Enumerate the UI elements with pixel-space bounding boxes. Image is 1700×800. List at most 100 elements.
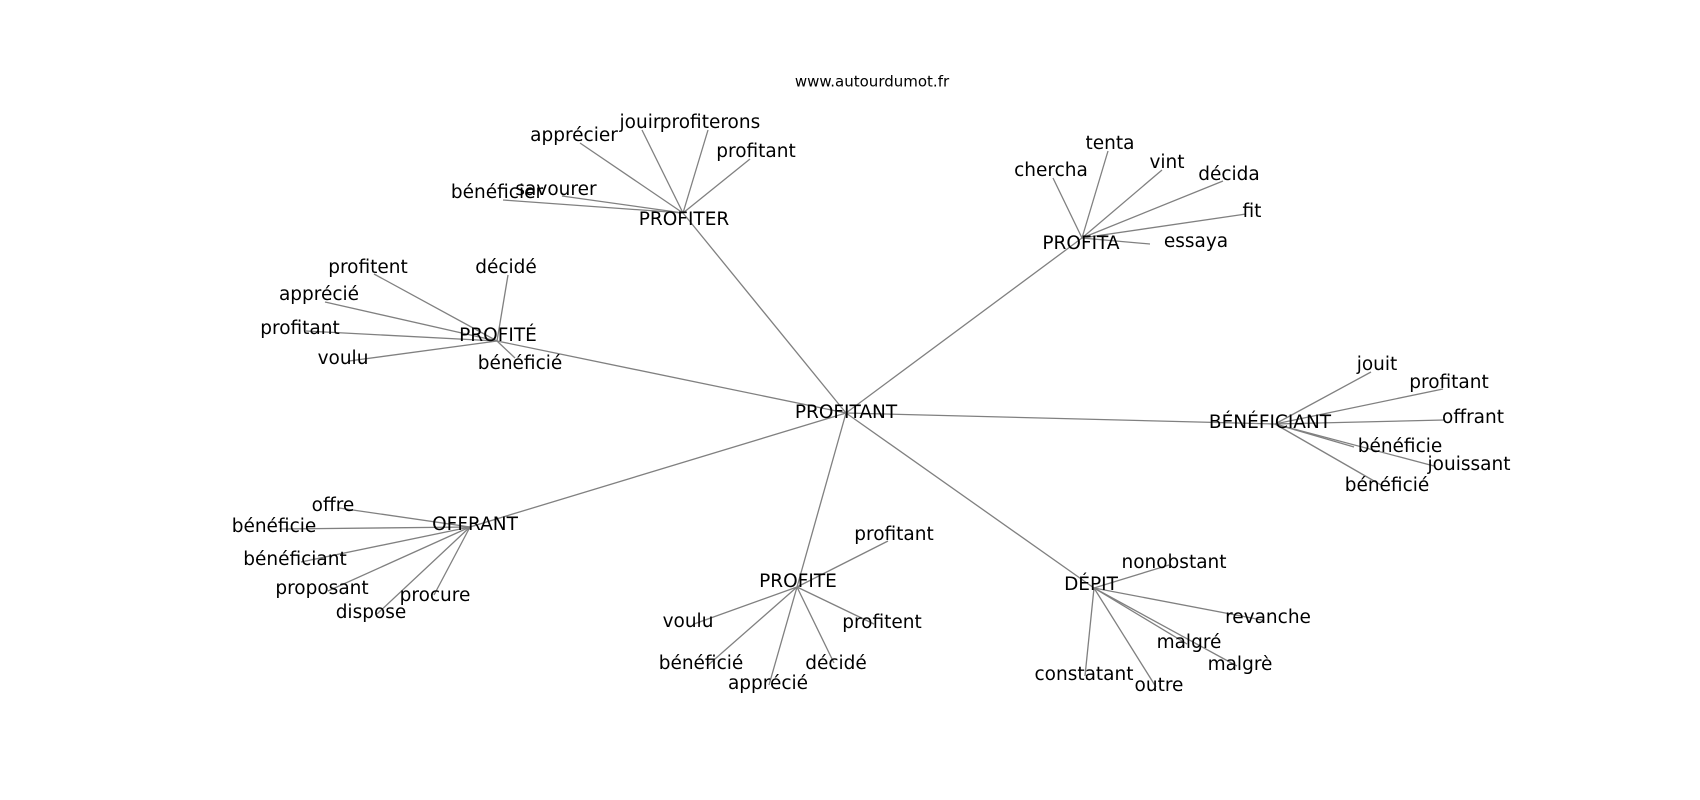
edge-profiter-to-beneficier [502, 199, 684, 214]
node-profite-word-voulu[interactable]: voulu [663, 611, 714, 632]
edge-profiter-to-jouir [641, 129, 684, 214]
edge-profite-acc-to-voulu [348, 340, 498, 362]
node-profita-word-decida[interactable]: décida [1198, 164, 1260, 185]
node-profita-word-chercha[interactable]: chercha [1014, 160, 1088, 181]
edge-beneficiant-to-offrant [1274, 419, 1445, 425]
node-profite-word-decide[interactable]: décidé [805, 653, 867, 674]
edge-profite-to-profitent [796, 586, 875, 625]
source-label: www.autourdumot.fr [795, 73, 950, 91]
edge-profiter-to-savourer [561, 195, 684, 214]
edge-profiter-to-apprecier [579, 142, 684, 214]
node-profiter-word-beneficier[interactable]: bénéficier [451, 182, 544, 203]
edge-profite-acc-to-beneficie [496, 340, 516, 359]
node-beneficiant-word-offrant[interactable]: offrant [1442, 407, 1504, 428]
edge-offrant-to-beneficiant [300, 526, 471, 563]
edge-center-to-depit [845, 412, 1095, 589]
edge-profita-to-chercha [1052, 177, 1083, 239]
edge-beneficiant-to-jouissant [1274, 423, 1435, 467]
node-profita-word-tenta[interactable]: tenta [1086, 133, 1135, 154]
node-depit-word-revanche[interactable]: revanche [1225, 607, 1311, 628]
edge-beneficiant-to-jouit [1274, 371, 1372, 425]
edge-profiter-to-profitant [682, 158, 751, 214]
edge-offrant-to-procure [433, 526, 471, 596]
node-beneficiant[interactable]: BÉNÉFICIANT [1209, 411, 1332, 433]
node-beneficiant-word-jouissant[interactable]: jouissant [1427, 454, 1511, 475]
node-profite-word-beneficie[interactable]: bénéficié [659, 653, 744, 674]
edge-profite-to-decide [796, 586, 835, 664]
node-profita-word-vint[interactable]: vint [1149, 152, 1184, 173]
edge-center-to-beneficiant [845, 412, 1276, 425]
edge-profita-to-decida [1081, 180, 1224, 239]
edge-depit-to-nonobstant [1093, 564, 1170, 589]
node-profite-acc-word-beneficie[interactable]: bénéficié [478, 353, 563, 374]
node-profite-word-apprecie[interactable]: apprécié [728, 673, 808, 694]
node-profite-acc-word-decide[interactable]: décidé [475, 257, 537, 278]
node-depit-word-constatant[interactable]: constatant [1034, 664, 1133, 685]
node-offrant-word-offre[interactable]: offre [312, 495, 355, 516]
node-profita-word-essaya[interactable]: essaya [1164, 231, 1228, 252]
node-profite-acc-word-profitent[interactable]: profitent [328, 257, 408, 278]
node-profite-acc-word-voulu[interactable]: voulu [318, 348, 369, 369]
edge-profite-acc-to-decide [496, 274, 509, 342]
node-depit[interactable]: DÉPIT [1064, 573, 1119, 595]
node-profiter-word-savourer[interactable]: savourer [515, 179, 597, 200]
node-beneficiant-word-jouit[interactable]: jouit [1356, 354, 1398, 375]
edge-center-to-profiter [682, 212, 847, 414]
edge-offrant-to-dispose [376, 526, 471, 615]
node-profite-acc[interactable]: PROFITÉ [459, 324, 537, 346]
edge-profiter-to-profiterons [682, 129, 709, 214]
node-profite[interactable]: PROFITE [759, 571, 837, 592]
edge-depit-to-constatant [1084, 587, 1095, 677]
node-profite-acc-word-apprecie[interactable]: apprécié [279, 284, 359, 305]
edge-beneficiant-to-beneficie [1274, 423, 1382, 486]
node-profiter-word-profitant[interactable]: profitant [716, 141, 795, 162]
edge-center-to-profita [845, 237, 1083, 414]
edge-profite-acc-to-profitant [305, 330, 498, 342]
node-beneficiant-word-beneficie[interactable]: bénéficie [1358, 436, 1443, 457]
node-profiter-word-profiterons[interactable]: profiterons [660, 112, 760, 133]
node-beneficiant-word-profitant[interactable]: profitant [1409, 372, 1488, 393]
node-depit-word-nonobstant[interactable]: nonobstant [1121, 552, 1226, 573]
edge-depit-to-outre [1093, 587, 1157, 688]
node-profita[interactable]: PROFITA [1042, 233, 1120, 254]
node-profite-word-profitant[interactable]: profitant [854, 524, 933, 545]
edge-offrant-to-offre [338, 507, 471, 528]
node-profite-word-profitent[interactable]: profitent [842, 612, 922, 633]
node-beneficiant-word-beneficie[interactable]: bénéficié [1345, 475, 1430, 496]
edge-center-to-profite-acc [496, 340, 847, 414]
node-profite-acc-word-profitant[interactable]: profitant [260, 318, 339, 339]
edge-profita-to-vint [1081, 169, 1163, 239]
edge-profite-to-beneficie [706, 586, 798, 667]
node-depit-word-malgre[interactable]: malgrè [1208, 654, 1273, 675]
edge-profite-acc-to-apprecie [324, 301, 498, 342]
center-node-label[interactable]: PROFITANT [795, 402, 898, 423]
edge-offrant-to-beneficie [279, 526, 471, 530]
node-offrant[interactable]: OFFRANT [432, 514, 518, 535]
node-depit-word-malgre[interactable]: malgré [1157, 632, 1222, 653]
edge-depit-to-revanche [1093, 587, 1263, 621]
edge-profite-to-apprecie [768, 586, 798, 686]
edge-beneficiant-to-profitant [1274, 388, 1444, 425]
edge-depit-to-malgre [1093, 587, 1188, 645]
edge-offrant-to-proposant [327, 526, 471, 592]
node-depit-word-outre[interactable]: outre [1135, 675, 1184, 696]
edge-profita-to-fit [1081, 213, 1247, 239]
node-profiter[interactable]: PROFITER [639, 209, 730, 230]
node-offrant-word-beneficiant[interactable]: bénéficiant [243, 549, 347, 570]
edge-profite-to-voulu [693, 586, 798, 625]
node-offrant-word-dispose[interactable]: dispose [336, 602, 407, 623]
node-offrant-word-proposant[interactable]: proposant [275, 578, 368, 599]
edge-profite-acc-to-profitent [373, 273, 498, 342]
node-profiter-word-jouir[interactable]: jouir [619, 112, 661, 133]
edge-depit-to-malgre [1093, 587, 1238, 667]
edge-profita-to-essaya [1081, 237, 1151, 245]
edge-profita-to-tenta [1081, 150, 1109, 239]
edge-profite-to-profitant [796, 540, 889, 588]
edge-center-to-offrant [469, 412, 847, 528]
node-profiter-word-apprecier[interactable]: apprécier [530, 125, 618, 146]
node-offrant-word-beneficie[interactable]: bénéficie [232, 516, 317, 537]
node-profita-word-fit[interactable]: fit [1243, 201, 1262, 222]
edge-center-to-profite [796, 412, 847, 588]
node-offrant-word-procure[interactable]: procure [400, 585, 471, 606]
